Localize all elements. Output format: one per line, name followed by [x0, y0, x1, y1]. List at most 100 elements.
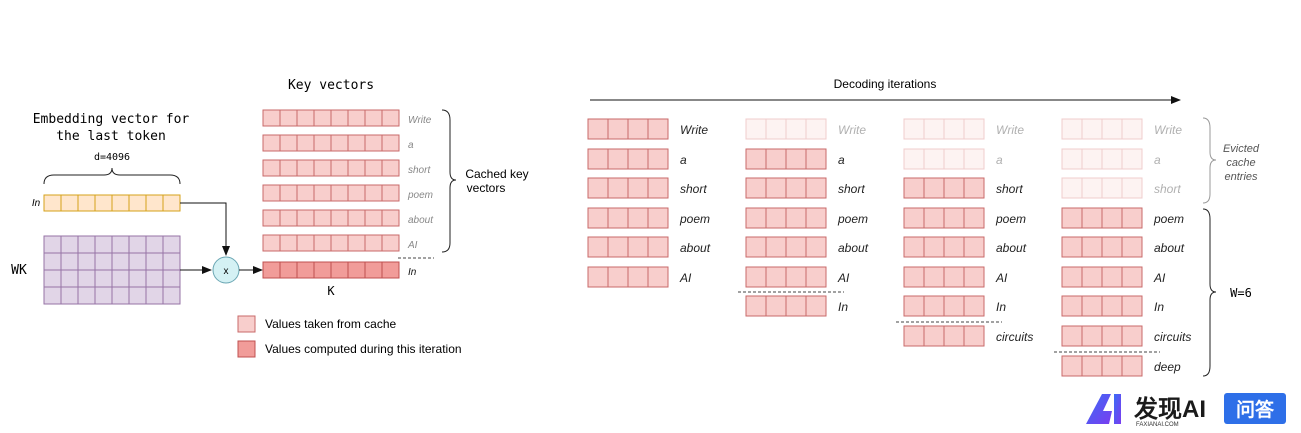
vector-cell	[943, 325, 965, 347]
iteration-token-label: poem	[679, 212, 710, 226]
vector-cell	[111, 252, 130, 271]
iteration-token-label: AI	[837, 271, 850, 285]
wk-row	[43, 269, 181, 288]
vector-cell	[963, 118, 985, 140]
vector-cell	[330, 234, 349, 252]
vector-cell	[1121, 148, 1143, 170]
vector-cell	[77, 252, 96, 271]
vector-cell	[627, 207, 649, 229]
badge	[1224, 393, 1286, 424]
vector-cell	[963, 148, 985, 170]
vector-cell	[330, 109, 349, 127]
iteration-token-label: a	[996, 153, 1003, 167]
evicted-row	[1061, 148, 1143, 170]
vector-cell	[745, 236, 767, 258]
vector-cell	[279, 159, 298, 177]
multiply-symbol: x	[224, 266, 229, 277]
cache-row	[903, 325, 985, 347]
vector-cell	[313, 209, 332, 227]
iteration-token-label: poem	[995, 212, 1026, 226]
vector-cell	[296, 234, 315, 252]
vector-cell	[111, 269, 130, 288]
vector-cell	[364, 261, 383, 279]
vector-cell	[60, 235, 79, 254]
iteration-token-label: deep	[1154, 360, 1181, 374]
badge-text: 问答	[1236, 398, 1275, 421]
vector-cell	[923, 236, 945, 258]
vector-cell	[94, 286, 113, 305]
cache-row	[1061, 207, 1143, 229]
vector-cell	[77, 235, 96, 254]
cache-row	[587, 148, 669, 170]
vector-cell	[347, 109, 366, 127]
key-token-label: a	[408, 140, 414, 151]
vector-cell	[745, 207, 767, 229]
key-vectors-title: Key vectors	[288, 78, 374, 93]
cache-row	[587, 118, 669, 140]
vector-cell	[347, 261, 366, 279]
legend-cache-swatch	[237, 315, 256, 333]
vector-cell	[785, 207, 807, 229]
vector-cell	[162, 286, 181, 305]
vector-cell	[77, 269, 96, 288]
key-token-new-label: In	[408, 267, 417, 278]
vector-cell	[60, 252, 79, 271]
vector-cell	[903, 118, 925, 140]
vector-cell	[1061, 118, 1083, 140]
vector-cell	[364, 234, 383, 252]
vector-cell	[1061, 295, 1083, 317]
cache-row	[1061, 355, 1143, 377]
cache-row	[903, 295, 985, 317]
iteration-token-label: AI	[679, 271, 692, 285]
vector-cell	[381, 261, 400, 279]
vector-cell	[111, 194, 130, 212]
vector-cell	[43, 286, 62, 305]
vector-cell	[903, 236, 925, 258]
iteration-token-label: In	[996, 300, 1006, 314]
evicted-row	[745, 118, 827, 140]
iteration-token-label: In	[838, 300, 848, 314]
vector-cell	[923, 148, 945, 170]
vector-cell	[805, 177, 827, 199]
iteration-token-label: about	[996, 241, 1027, 255]
vector-cell	[381, 134, 400, 152]
evicted-row	[1061, 118, 1143, 140]
vector-cell	[1081, 325, 1103, 347]
vector-cell	[128, 252, 147, 271]
vector-cell	[313, 184, 332, 202]
brand-text: 发现AI	[1133, 395, 1206, 423]
cache-row	[587, 266, 669, 288]
iteration-token-label: circuits	[996, 330, 1033, 344]
vector-cell	[364, 184, 383, 202]
vector-cell	[262, 234, 281, 252]
vector-cell	[1121, 355, 1143, 377]
cache-row	[903, 236, 985, 258]
legend-computed-swatch	[237, 340, 256, 358]
vector-cell	[785, 118, 807, 140]
vector-cell	[128, 269, 147, 288]
iteration-token-label: short	[838, 182, 865, 196]
logo-bar-icon	[1114, 394, 1121, 424]
vector-cell	[145, 194, 164, 212]
cache-row	[1061, 236, 1143, 258]
vector-cell	[943, 236, 965, 258]
vector-cell	[145, 235, 164, 254]
vector-cell	[607, 118, 629, 140]
key-row	[262, 234, 400, 252]
brand-subtext: FAXIANAI.COM	[1136, 422, 1179, 428]
evicted-label-2: cache	[1226, 157, 1255, 169]
vector-cell	[111, 235, 130, 254]
dimension-brace	[43, 167, 181, 185]
iteration-token-label: a	[838, 153, 845, 167]
vector-cell	[1081, 177, 1103, 199]
vector-cell	[587, 236, 609, 258]
vector-cell	[94, 269, 113, 288]
vector-cell	[903, 325, 925, 347]
cache-row	[1061, 266, 1143, 288]
embedding-title: Embedding vector for	[33, 112, 190, 127]
dimension-label: d=4096	[94, 152, 130, 163]
iteration-token-label: short	[996, 182, 1023, 196]
embedding-token: In	[32, 198, 41, 209]
